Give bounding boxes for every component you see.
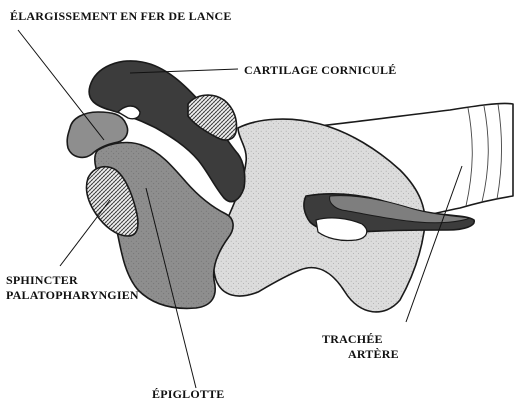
label-elargissement: ÉLARGISSEMENT EN FER DE LANCE <box>10 9 232 23</box>
leader-sphincter <box>60 200 110 266</box>
label-epiglotte: ÉPIGLOTTE <box>152 387 225 401</box>
label-trachee-1: TRACHÉE <box>322 332 383 346</box>
label-corniculate: CARTILAGE CORNICULÉ <box>244 63 396 77</box>
label-sphincter-1: SPHINCTER <box>6 273 78 287</box>
label-trachee-2: ARTÈRE <box>348 347 399 361</box>
label-sphincter-2: PALATOPHARYNGIEN <box>6 288 139 302</box>
